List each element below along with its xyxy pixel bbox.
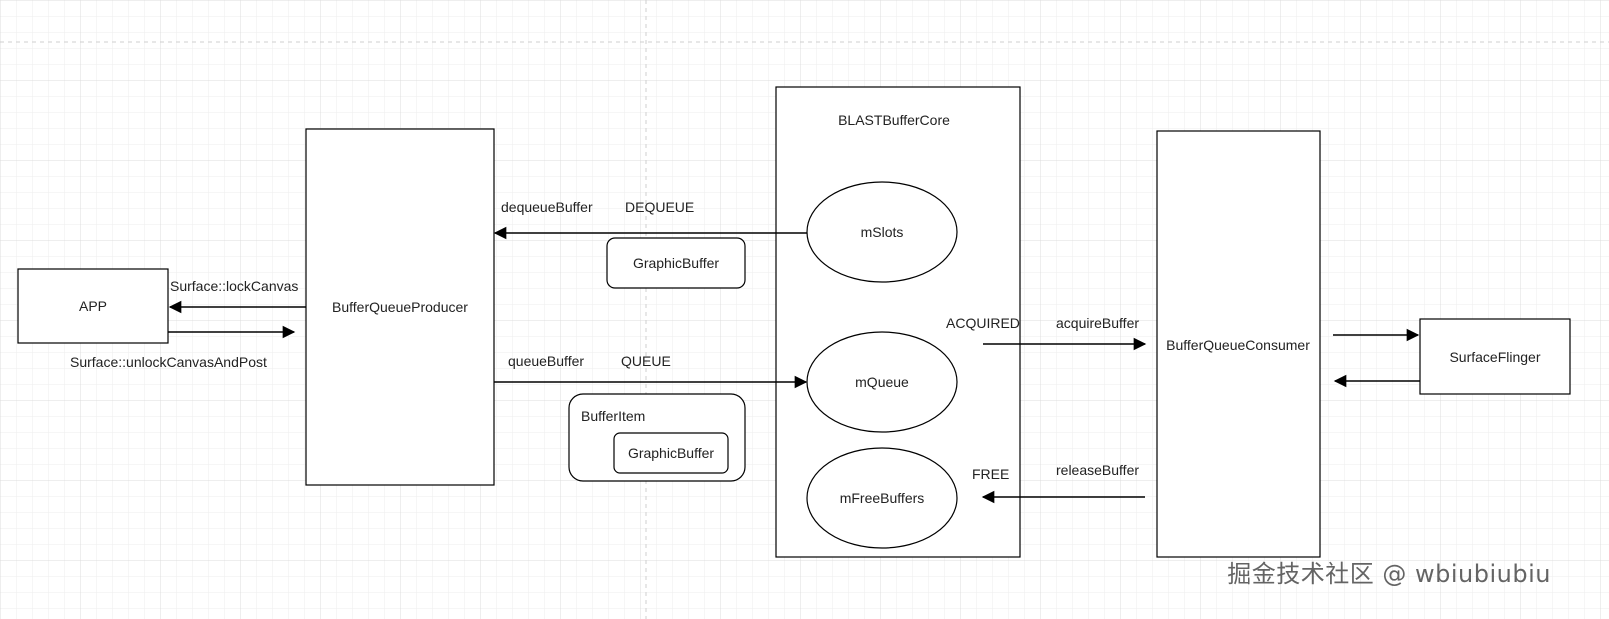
watermark-text: 掘金技术社区 @ wbiubiubiu bbox=[1227, 560, 1551, 588]
graphic-buffer-inner-label: GraphicBuffer bbox=[628, 445, 714, 461]
lock-canvas-label: Surface::lockCanvas bbox=[170, 278, 298, 294]
consumer-label: BufferQueueConsumer bbox=[1166, 337, 1310, 353]
queue-state-label: QUEUE bbox=[621, 353, 671, 369]
surface-flinger-node[interactable]: SurfaceFlinger bbox=[1419, 318, 1571, 395]
app-label: APP bbox=[79, 298, 107, 314]
free-state-label: FREE bbox=[972, 466, 1009, 482]
dequeue-buffer-label: dequeueBuffer bbox=[501, 199, 593, 215]
release-buffer-label: releaseBuffer bbox=[1056, 462, 1139, 478]
acquire-buffer-label: acquireBuffer bbox=[1056, 315, 1139, 331]
surface-flinger-label: SurfaceFlinger bbox=[1449, 349, 1540, 365]
graphic-buffer-inner-node[interactable]: GraphicBuffer bbox=[613, 432, 729, 474]
m-slots-label: mSlots bbox=[861, 224, 904, 240]
m-free-buffers-node[interactable]: mFreeBuffers bbox=[806, 447, 958, 549]
m-free-buffers-label: mFreeBuffers bbox=[840, 490, 925, 506]
graphic-buffer-top-node[interactable]: GraphicBuffer bbox=[606, 237, 746, 289]
m-queue-label: mQueue bbox=[855, 374, 909, 390]
buffer-item-label: BufferItem bbox=[581, 408, 645, 424]
app-node[interactable]: APP bbox=[17, 268, 169, 344]
unlock-canvas-label: Surface::unlockCanvasAndPost bbox=[70, 354, 267, 370]
m-slots-node[interactable]: mSlots bbox=[806, 181, 958, 283]
m-queue-node[interactable]: mQueue bbox=[806, 331, 958, 433]
producer-label: BufferQueueProducer bbox=[332, 299, 468, 315]
core-label: BLASTBufferCore bbox=[838, 112, 950, 128]
queue-buffer-label: queueBuffer bbox=[508, 353, 584, 369]
graphic-buffer-top-label: GraphicBuffer bbox=[633, 255, 719, 271]
consumer-node[interactable]: BufferQueueConsumer bbox=[1156, 130, 1321, 558]
acquired-state-label: ACQUIRED bbox=[946, 315, 1020, 331]
dequeue-state-label: DEQUEUE bbox=[625, 199, 694, 215]
producer-node[interactable]: BufferQueueProducer bbox=[305, 128, 495, 486]
